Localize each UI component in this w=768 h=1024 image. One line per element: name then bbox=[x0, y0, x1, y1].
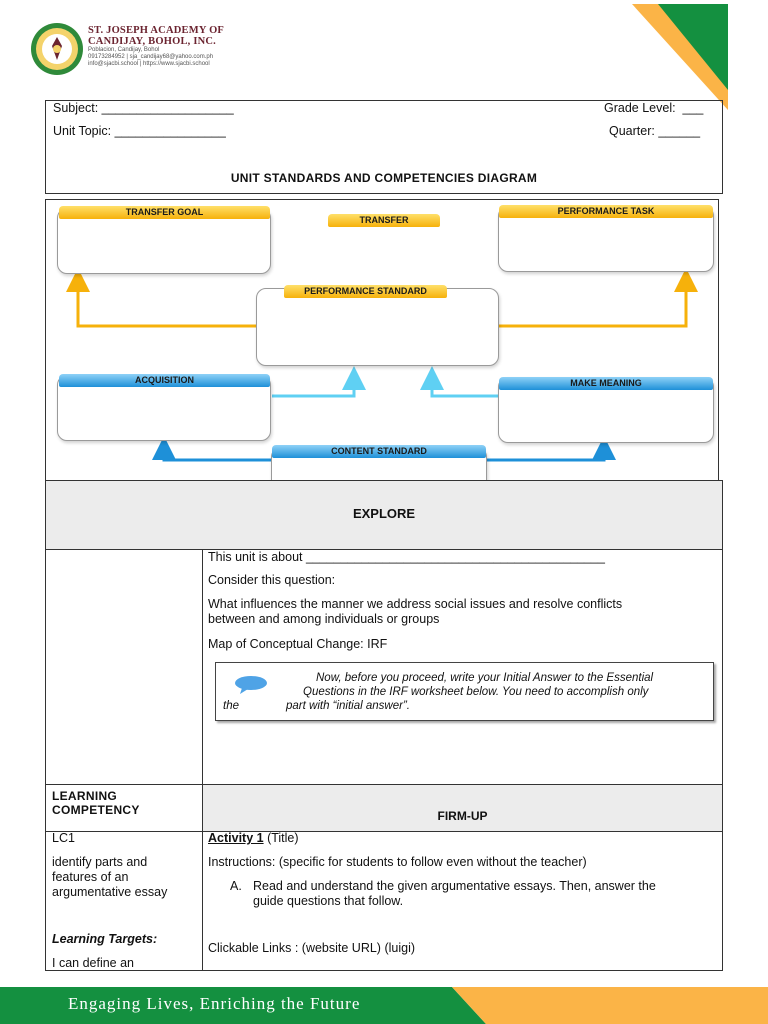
item-line1: Read and understand the given argumentat… bbox=[253, 879, 656, 893]
school-name-line1: ST. JOSEPH ACADEMY OF bbox=[88, 25, 225, 36]
standards-diagram: TRANSFER GOAL TRANSFER PERFORMANCE TASK … bbox=[45, 199, 719, 481]
make-meaning-label: MAKE MEANING bbox=[499, 377, 713, 390]
content-standard-label: CONTENT STANDARD bbox=[272, 445, 486, 458]
corner-decoration bbox=[632, 4, 728, 110]
lc-heading-line1: LEARNING bbox=[52, 789, 118, 803]
school-contact-2: info@sjacbi.school | https://www.sjacbi.… bbox=[88, 61, 210, 67]
diagram-connectors bbox=[66, 268, 698, 462]
lc-description-line3: argumentative essay bbox=[52, 885, 168, 899]
callout-line2: Questions in the IRF worksheet below. Yo… bbox=[303, 686, 649, 698]
explore-row: EXPLORE bbox=[46, 481, 722, 550]
performance-standard-box bbox=[256, 288, 499, 366]
item-marker: A. bbox=[230, 879, 242, 893]
school-contact-1: 09173284952 | sja_candijay68@yahoo.com.p… bbox=[88, 54, 214, 60]
transfer-goal-box bbox=[57, 208, 271, 274]
unit-topic-field: Unit Topic: ________________ bbox=[53, 124, 226, 138]
speech-bubble-icon bbox=[235, 676, 267, 694]
essential-question-line1: What influences the manner we address so… bbox=[208, 597, 623, 611]
essential-question-line2: between and among individuals or groups bbox=[208, 612, 440, 626]
performance-standard-label: PERFORMANCE STANDARD bbox=[284, 285, 447, 298]
arrow-meaning-to-standard bbox=[420, 366, 498, 398]
school-seal-logo bbox=[31, 23, 83, 75]
lc-description-line1: identify parts and bbox=[52, 855, 148, 869]
learning-targets-label: Learning Targets: bbox=[52, 932, 158, 946]
lc-description-line2: features of an bbox=[52, 870, 129, 884]
footer-banner: Engaging Lives, Enriching the Future bbox=[0, 987, 768, 1024]
unit-header-table: Subject: ___________________ Grade Level… bbox=[45, 100, 723, 194]
learning-target-1: I can define an bbox=[52, 956, 135, 970]
arrow-to-performance-task bbox=[498, 268, 698, 328]
explore-heading: EXPLORE bbox=[352, 506, 416, 521]
clickable-links: Clickable Links : (website URL) (luigi) bbox=[208, 941, 416, 955]
activity-label: Activity 1 bbox=[208, 831, 264, 845]
item-line2: guide questions that follow. bbox=[253, 894, 404, 908]
firm-up-row: LEARNING COMPETENCY FIRM-UP bbox=[46, 784, 722, 832]
lesson-table: EXPLORE This unit is about _____________… bbox=[45, 480, 723, 971]
school-address: Poblacion, Candijay, Bohol bbox=[88, 47, 160, 53]
unit-about-text: This unit is about _____________________… bbox=[208, 550, 605, 564]
quarter-field: Quarter: ______ bbox=[609, 124, 701, 138]
performance-task-label: PERFORMANCE TASK bbox=[499, 205, 713, 218]
activity-title: (Title) bbox=[263, 831, 299, 845]
school-info: ST. JOSEPH ACADEMY OF CANDIJAY, BOHOL, I… bbox=[88, 25, 224, 68]
arrow-to-transfer-goal bbox=[66, 268, 257, 328]
transfer-label: TRANSFER bbox=[328, 214, 440, 227]
acquisition-label: ACQUISITION bbox=[59, 374, 270, 387]
firm-up-heading: FIRM-UP bbox=[437, 809, 488, 823]
callout-the: the bbox=[223, 700, 239, 712]
arrow-content-to-acquisition bbox=[152, 436, 272, 462]
conceptual-change-map: Map of Conceptual Change: IRF bbox=[208, 637, 388, 651]
activity-heading: Activity 1 (Title) bbox=[208, 831, 299, 846]
diagram-title: UNIT STANDARDS AND COMPETENCIES DIAGRAM bbox=[230, 171, 538, 185]
callout-line3: part with “initial answer”. bbox=[286, 700, 410, 712]
learning-competency-heading: LEARNING COMPETENCY bbox=[52, 789, 140, 817]
lc-heading-line2: COMPETENCY bbox=[52, 803, 140, 817]
arrow-content-to-meaning bbox=[486, 436, 616, 462]
firm-up-shade bbox=[203, 785, 722, 831]
consider-text: Consider this question: bbox=[208, 573, 336, 587]
instructions-text: Instructions: (specific for students to … bbox=[208, 855, 587, 869]
arrow-acquisition-to-standard bbox=[272, 366, 366, 398]
footer-background bbox=[0, 987, 768, 1024]
school-name-line2: CANDIJAY, BOHOL, INC. bbox=[88, 36, 216, 47]
subject-field: Subject: ___________________ bbox=[53, 101, 234, 115]
transfer-goal-label: TRANSFER GOAL bbox=[59, 206, 270, 219]
grade-level-field: Grade Level: ___ bbox=[604, 101, 704, 115]
footer-tagline: Engaging Lives, Enriching the Future bbox=[68, 994, 361, 1013]
callout-line1: Now, before you proceed, write your Init… bbox=[316, 672, 654, 684]
lc-code: LC1 bbox=[52, 831, 75, 845]
column-divider bbox=[202, 550, 203, 970]
irf-instruction-callout: Now, before you proceed, write your Init… bbox=[215, 662, 714, 721]
